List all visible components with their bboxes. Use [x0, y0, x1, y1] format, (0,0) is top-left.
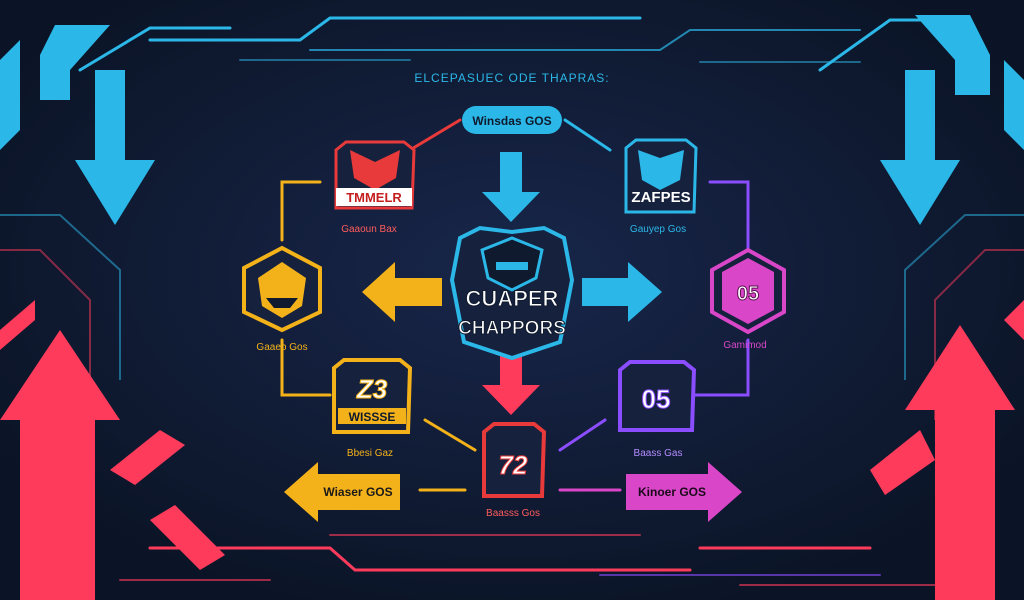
bottom-right-pill-arrow[interactable]: Kinoer GOS: [626, 462, 742, 522]
team-l-mascot-icon: [258, 262, 306, 318]
top-pill[interactable]: Winsdas GOS: [462, 106, 562, 134]
center-logo-line2: CHAPPORS: [458, 318, 566, 339]
arrow-down-cyan-icon: [482, 152, 540, 222]
team-r-caption: Gamimod: [723, 340, 766, 351]
right-cyan-arrow-decor: [880, 15, 1024, 225]
team-b-badge: 72: [499, 450, 528, 480]
bottom-left-pill-label: Wiaser GOS: [323, 485, 392, 499]
arrow-right-cyan-icon: [582, 262, 662, 322]
team-tr-mascot-icon: [638, 150, 684, 190]
team-node-right[interactable]: 05 Gamimod: [710, 247, 786, 351]
top-pill-label: Winsdas GOS: [472, 114, 551, 128]
team-tl-badge: TMMELR: [346, 190, 402, 205]
team-tr-badge: ZAFPES: [631, 189, 690, 206]
team-node-bottom-right[interactable]: 05 Baass Gas: [618, 360, 697, 459]
header-text: ELCEPASUEC ODE THAPRAS:: [414, 71, 609, 85]
arrow-down-red-icon: [482, 352, 540, 415]
team-node-top-left[interactable]: TMMELR Gaaoun Bax: [334, 140, 416, 235]
side-lines-decor: [0, 214, 1024, 420]
team-node-bottom[interactable]: 72 Baasss Gos: [482, 422, 547, 519]
team-l-caption: Gaaeb Gos: [256, 342, 307, 353]
team-node-left[interactable]: Gaaeb Gos: [242, 245, 322, 353]
team-bl-badge-line2: WISSSE: [349, 410, 396, 424]
connector-lines: [280, 118, 750, 492]
team-br-caption: Baass Gas: [634, 448, 683, 459]
frame-decor-bottom: [119, 534, 951, 586]
center-logo[interactable]: CUAPER CHAPPORS: [449, 225, 575, 361]
arrow-left-orange-icon: [362, 262, 442, 322]
team-node-bottom-left[interactable]: Z3 WISSSE Bbesi Gaz: [332, 358, 413, 459]
bottom-right-pill-label: Kinoer GOS: [638, 485, 706, 499]
team-node-top-right[interactable]: ZAFPES Gauyep Gos: [624, 138, 698, 235]
team-b-caption: Baasss Gos: [486, 508, 540, 519]
team-tr-caption: Gauyep Gos: [630, 224, 686, 235]
team-r-badge: 05: [737, 283, 759, 305]
team-br-badge: 05: [642, 384, 671, 414]
left-cyan-arrow-decor: [0, 25, 155, 225]
team-bl-caption: Bbesi Gaz: [347, 448, 393, 459]
team-bl-badge-line1: Z3: [356, 374, 388, 404]
center-logo-line1: CUAPER: [466, 286, 559, 311]
team-tl-caption: Gaaoun Bax: [341, 224, 397, 235]
bottom-left-pill-arrow[interactable]: Wiaser GOS: [284, 462, 400, 522]
team-tl-mascot-icon: [350, 150, 400, 190]
right-pink-arrow-decor: [870, 300, 1024, 600]
